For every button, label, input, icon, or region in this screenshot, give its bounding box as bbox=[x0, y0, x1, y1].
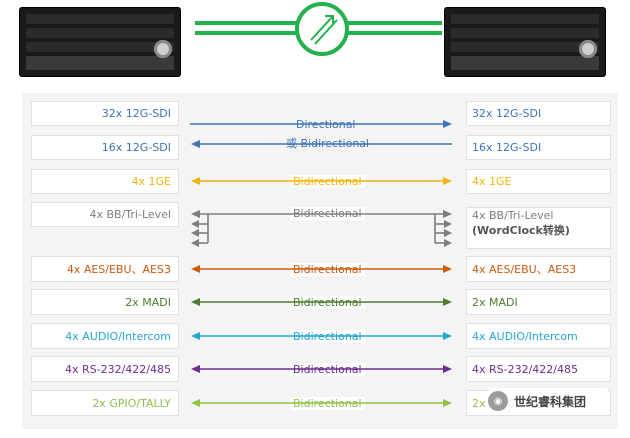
arrow-multi-bidirectional bbox=[191, 210, 452, 247]
right-signal-label: 4x AUDIO/Intercom bbox=[472, 329, 578, 343]
left-signal-box: 4x AES/EBU、AES3 bbox=[31, 256, 179, 282]
arrow-forward bbox=[190, 120, 452, 128]
left-signal-label: 4x BB/Tri-Level bbox=[89, 208, 172, 221]
right-signal-label: 16x 12G-SDI bbox=[472, 141, 542, 154]
right-signal-box: 4x AUDIO/Intercom bbox=[466, 323, 611, 349]
wechat-watermark: ◉ 世纪睿科集团 bbox=[488, 388, 608, 414]
right-device-image bbox=[445, 8, 605, 76]
right-signal-box: 2x MADI bbox=[466, 289, 611, 315]
left-signal-label: 4x AUDIO/Intercom bbox=[65, 329, 171, 343]
left-signal-label: 4x 1GE bbox=[131, 175, 171, 188]
left-signal-box: 4x RS-232/422/485 bbox=[31, 356, 179, 382]
left-signal-box: 2x MADI bbox=[31, 289, 179, 315]
left-signal-box: 2x GPIO/TALLY bbox=[31, 390, 179, 416]
left-signal-label: 4x AES/EBU、AES3 bbox=[66, 263, 171, 276]
left-signal-box: 4x 1GE bbox=[31, 169, 179, 194]
right-signal-label: 4x BB/Tri-Level bbox=[472, 209, 554, 222]
left-signal-label: 16x 12G-SDI bbox=[101, 141, 171, 154]
arrow-bidirectional bbox=[191, 365, 452, 373]
arrow-bidirectional bbox=[191, 177, 452, 185]
right-signal-label: 32x 12G-SDI bbox=[472, 107, 542, 120]
right-signal-box: 16x 12G-SDI bbox=[466, 135, 611, 160]
left-signal-box: 4x BB/Tri-Level bbox=[31, 202, 179, 227]
device-knob-icon bbox=[579, 40, 597, 58]
arrow-bidirectional bbox=[191, 298, 452, 306]
right-signal-label: 4x AES/EBU、AES3 bbox=[472, 263, 577, 276]
left-signal-label: 4x RS-232/422/485 bbox=[65, 362, 171, 376]
right-signal-box: 4x AES/EBU、AES3 bbox=[466, 256, 611, 282]
right-signal-label: 4x RS-232/422/485 bbox=[472, 362, 578, 376]
left-signal-label: 2x GPIO/TALLY bbox=[92, 396, 171, 410]
right-signal-box: 4x BB/Tri-Level (WordClock转换) bbox=[466, 207, 611, 249]
left-signal-box: 32x 12G-SDI bbox=[31, 101, 179, 126]
right-signal-box: 32x 12G-SDI bbox=[466, 101, 611, 126]
right-signal-box: 4x RS-232/422/485 bbox=[466, 356, 611, 382]
right-signal-label: 2x MADI bbox=[472, 295, 518, 309]
arrow-bidirectional bbox=[191, 399, 452, 407]
bidirectional-link-icon bbox=[295, 2, 349, 56]
left-device-image bbox=[20, 8, 180, 76]
arrow-bidirectional bbox=[191, 265, 452, 273]
left-signal-label: 32x 12G-SDI bbox=[101, 107, 171, 120]
arrow-bidirectional bbox=[191, 332, 452, 340]
left-signal-label: 2x MADI bbox=[125, 295, 171, 309]
arrow-reverse bbox=[191, 140, 452, 148]
left-signal-box: 4x AUDIO/Intercom bbox=[31, 323, 179, 349]
right-signal-label: 4x 1GE bbox=[472, 175, 512, 188]
device-knob-icon bbox=[154, 40, 172, 58]
left-signal-box: 16x 12G-SDI bbox=[31, 135, 179, 160]
wechat-icon: ◉ bbox=[488, 391, 508, 411]
watermark-text: 世纪睿科集团 bbox=[514, 394, 587, 409]
right-signal-sublabel: (WordClock转换) bbox=[472, 224, 570, 237]
right-signal-box: 4x 1GE bbox=[466, 169, 611, 194]
